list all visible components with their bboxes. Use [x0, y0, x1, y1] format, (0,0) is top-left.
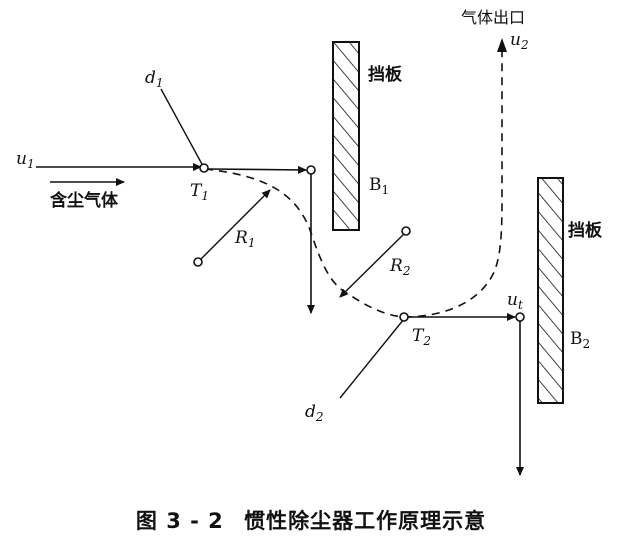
label-ut: ut	[507, 290, 523, 312]
label-outlet: 气体出口	[461, 8, 525, 27]
label-u1: u1	[16, 149, 35, 171]
figure-title: 惯性除尘器工作原理示意	[244, 509, 487, 533]
label-d2: d2	[305, 402, 324, 424]
figure-caption: 图 3 - 2 惯性除尘器工作原理示意	[0, 505, 622, 535]
outlet-arrowhead	[497, 38, 507, 52]
d1-leader	[160, 88, 204, 167]
label-b2: B2	[570, 329, 590, 351]
label-t1: T1	[190, 181, 209, 203]
label-gas-in: 含尘气体	[50, 190, 119, 211]
gas-flow-path	[204, 48, 503, 318]
label-baffle1: 挡板	[368, 64, 403, 85]
figure-number: 图 3 - 2	[135, 509, 224, 533]
baffle-b1	[332, 41, 360, 231]
particle-b2-edge	[515, 312, 525, 322]
r2-radius-arrow	[339, 231, 407, 298]
r2-center	[401, 226, 411, 236]
particle-t2	[399, 312, 409, 322]
d2-leader	[339, 318, 405, 399]
label-u2: u2	[510, 30, 529, 52]
t1-velocity-arrow	[206, 165, 307, 174]
label-d1: d1	[145, 68, 164, 90]
r1-radius-arrow	[197, 189, 271, 263]
r1-center	[193, 257, 203, 267]
label-b1: B1	[369, 175, 389, 197]
baffle-b2	[537, 177, 564, 404]
label-r1: R1	[234, 228, 255, 250]
label-t2: T2	[412, 326, 431, 348]
label-r2: R2	[389, 256, 410, 278]
particle-b1-edge	[306, 165, 316, 175]
particle-t1	[199, 163, 209, 173]
label-baffle2: 挡板	[568, 220, 603, 241]
